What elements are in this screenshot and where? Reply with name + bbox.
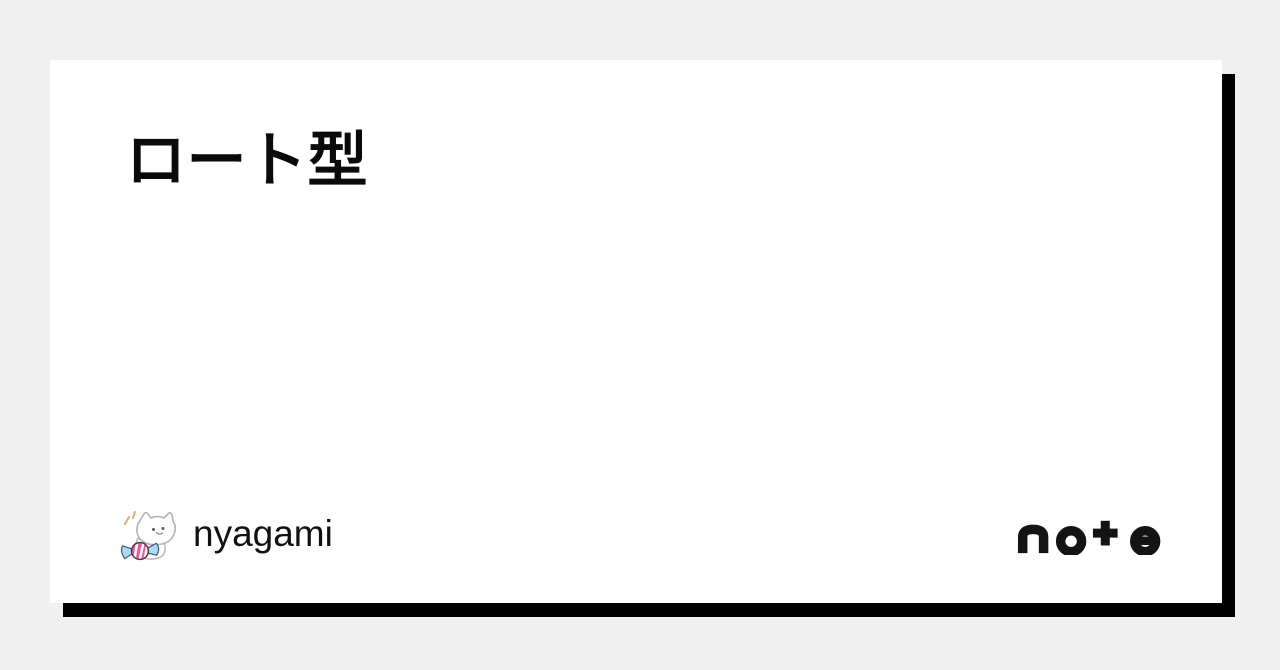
page-title: ロート型 — [126, 127, 368, 194]
cat-avatar-icon — [120, 510, 177, 561]
author-name: nyagami — [193, 512, 333, 554]
author-row: nyagami — [118, 506, 333, 566]
footer-row: nyagami — [118, 506, 1167, 566]
ogp-card: ロート型 — [50, 60, 1222, 603]
note-logo-icon — [1017, 520, 1161, 555]
